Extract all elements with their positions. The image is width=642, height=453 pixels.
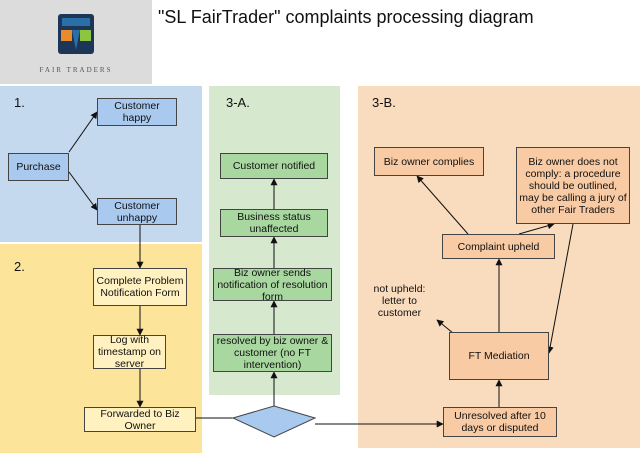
biz-sends-node: Biz owner sends notification of resoluti…	[213, 267, 332, 303]
unresolved-node: Unresolved after 10 days or disputed	[443, 407, 557, 437]
customer-happy-node: Customer happy	[97, 98, 177, 126]
logo: FAIR TRADERS	[0, 0, 152, 84]
biz-not-comply-node: Biz owner does not comply: a procedure s…	[516, 147, 630, 224]
customer-unhappy-node: Customer unhappy	[97, 198, 177, 225]
business-status-node: Business status unaffected	[220, 209, 328, 237]
panel-2-label: 2.	[14, 259, 25, 274]
panel-3a-label: 3-A.	[226, 95, 250, 110]
purchase-node: Purchase	[8, 153, 69, 181]
customer-notified-node: Customer notified	[220, 153, 328, 179]
page-title: "SL FairTrader" complaints processing di…	[158, 7, 534, 27]
biz-complies-node: Biz owner complies	[374, 147, 484, 176]
complete-form-node: Complete Problem Notification Form	[93, 268, 187, 306]
not-upheld-text: not upheld: letter to customer	[373, 283, 426, 319]
ft-mediation-node: FT Mediation	[449, 332, 549, 380]
panel-3b	[358, 86, 640, 448]
panel-1-label: 1.	[14, 95, 25, 110]
log-timestamp-node: Log with timestamp on server	[93, 334, 166, 370]
forwarded-node: Forwarded to Biz Owner	[84, 407, 196, 432]
panel-3b-label: 3-B.	[372, 95, 396, 110]
fair-traders-logo-icon	[58, 14, 94, 54]
logo-text: FAIR TRADERS	[39, 66, 113, 74]
resolved-node: resolved by biz owner & customer (no FT …	[213, 334, 332, 372]
complaint-upheld-node: Complaint upheld	[442, 234, 555, 259]
